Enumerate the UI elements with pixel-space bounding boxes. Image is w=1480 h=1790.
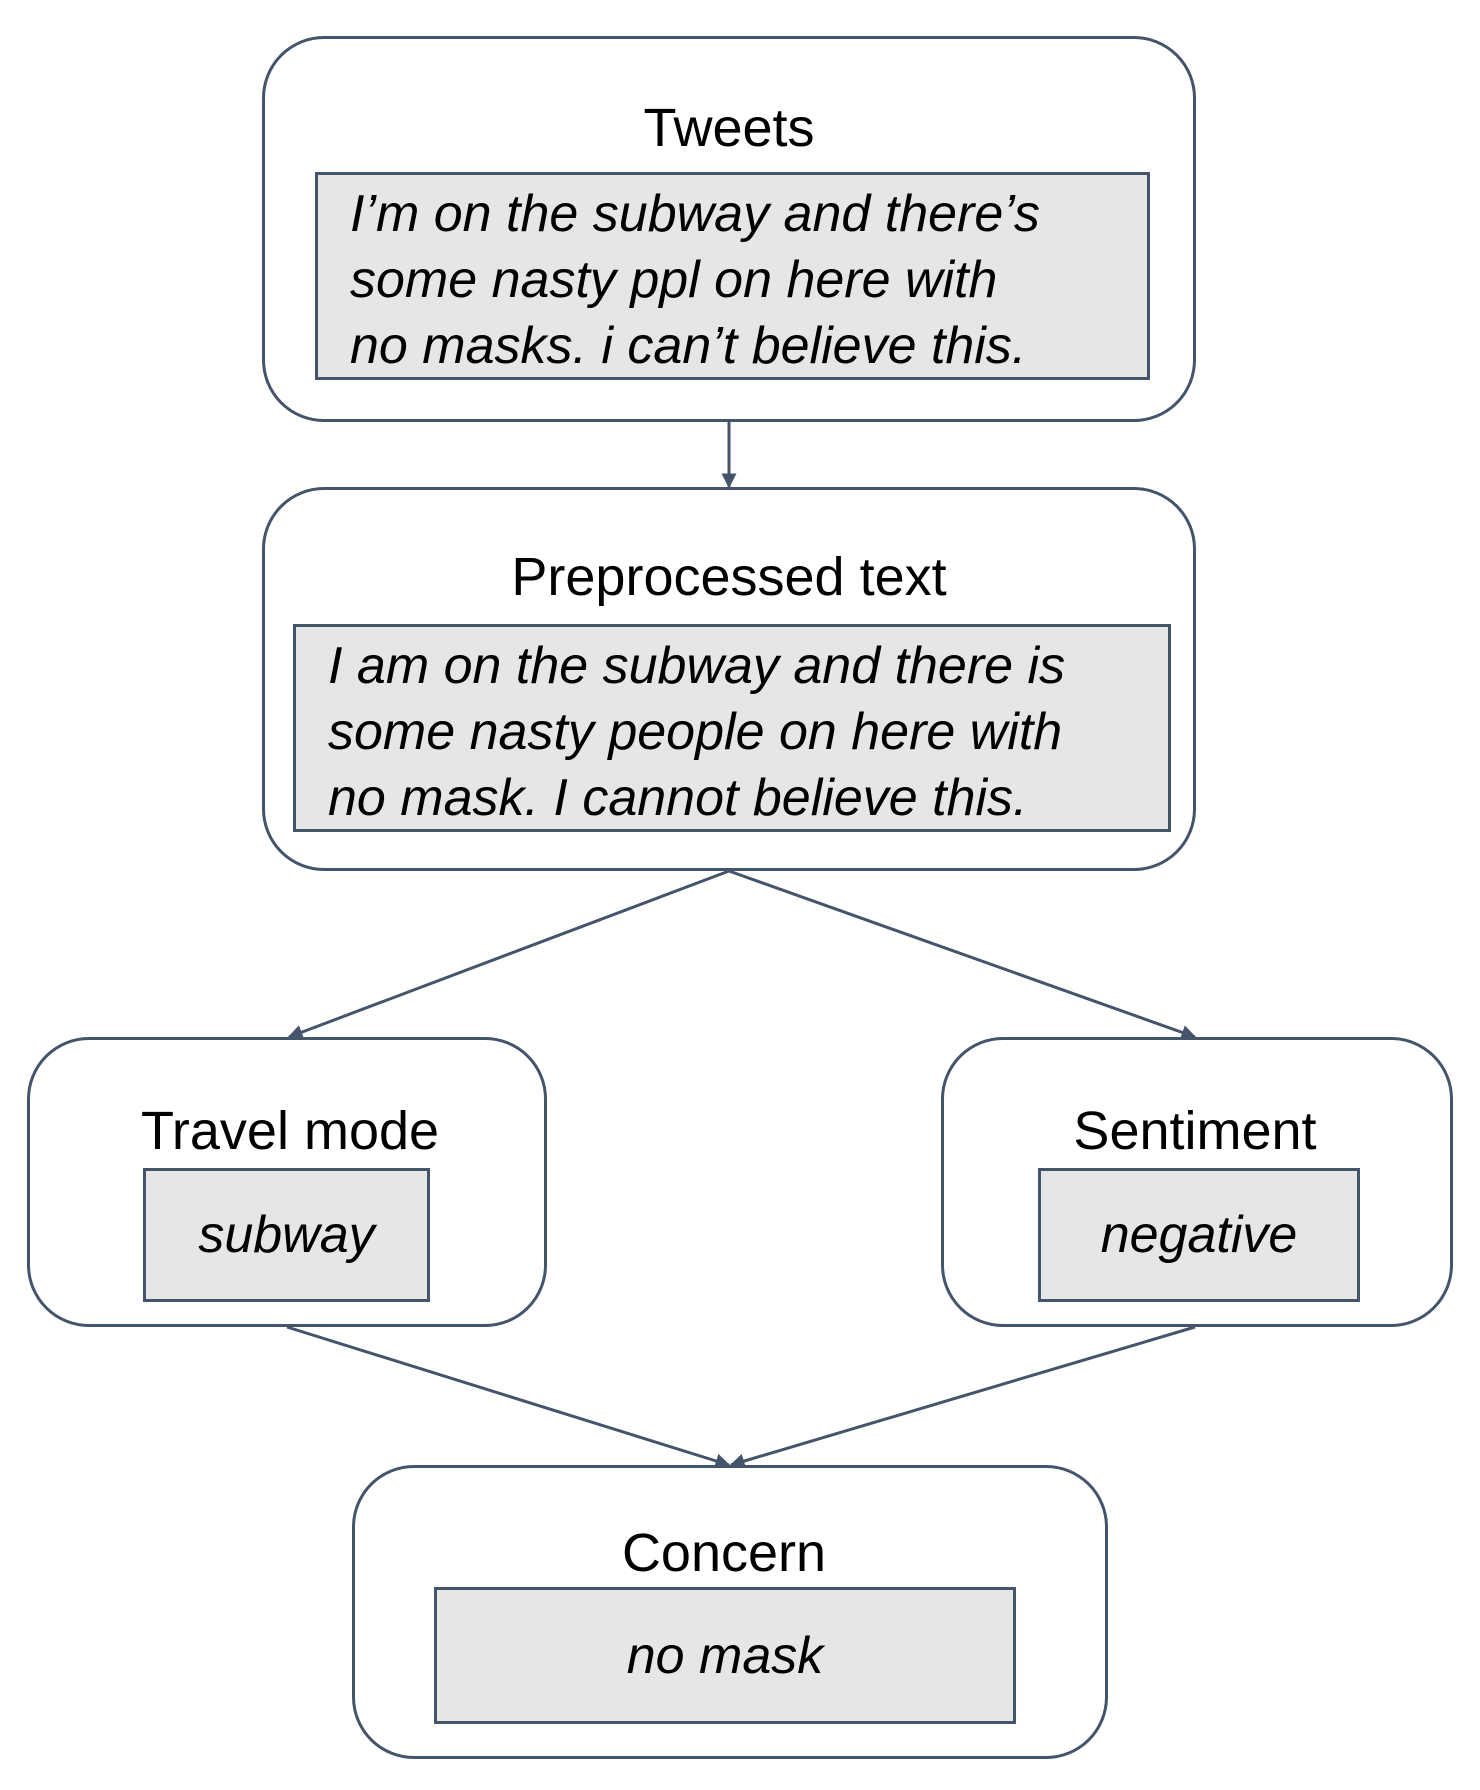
sentiment-title: Sentiment bbox=[1073, 1101, 1317, 1161]
preprocessed-line-1: I am on the subway and there is bbox=[328, 637, 1066, 695]
preprocessed-line-2: some nasty people on here with bbox=[328, 703, 1063, 761]
sentiment-node: Sentiment negative bbox=[941, 1037, 1453, 1327]
concern-title: Concern bbox=[621, 1523, 827, 1583]
tweet-line-2: some nasty ppl on here with bbox=[350, 251, 998, 309]
preprocessed-line-3: no mask. I cannot believe this. bbox=[328, 769, 1028, 827]
preprocessed-text-box: I am on the subway and there is some nas… bbox=[293, 624, 1171, 832]
travel-mode-title: Travel mode bbox=[140, 1101, 440, 1161]
tweet-line-3: no masks. i can’t believe this. bbox=[350, 317, 1027, 375]
travel-mode-node: Travel mode subway bbox=[27, 1037, 547, 1327]
preprocessed-node: Preprocessed text I am on the subway and… bbox=[262, 487, 1196, 871]
concern-value: no mask bbox=[434, 1587, 1016, 1724]
preprocessed-title: Preprocessed text bbox=[511, 547, 947, 607]
tweet-text-box: I’m on the subway and there’s some nasty… bbox=[315, 172, 1150, 380]
edge-preprocessed-to-travel-mode bbox=[287, 869, 730, 1040]
edge-preprocessed-to-sentiment bbox=[728, 869, 1197, 1040]
edge-sentiment-to-concern bbox=[729, 1325, 1196, 1469]
tweets-title: Tweets bbox=[643, 98, 815, 158]
concern-node: Concern no mask bbox=[352, 1465, 1108, 1759]
tweets-node: Tweets I’m on the subway and there’s som… bbox=[262, 36, 1196, 422]
edge-travel-mode-to-concern bbox=[286, 1325, 731, 1469]
tweet-line-1: I’m on the subway and there’s bbox=[350, 185, 1040, 243]
sentiment-value: negative bbox=[1038, 1168, 1360, 1302]
travel-mode-value: subway bbox=[143, 1168, 430, 1302]
